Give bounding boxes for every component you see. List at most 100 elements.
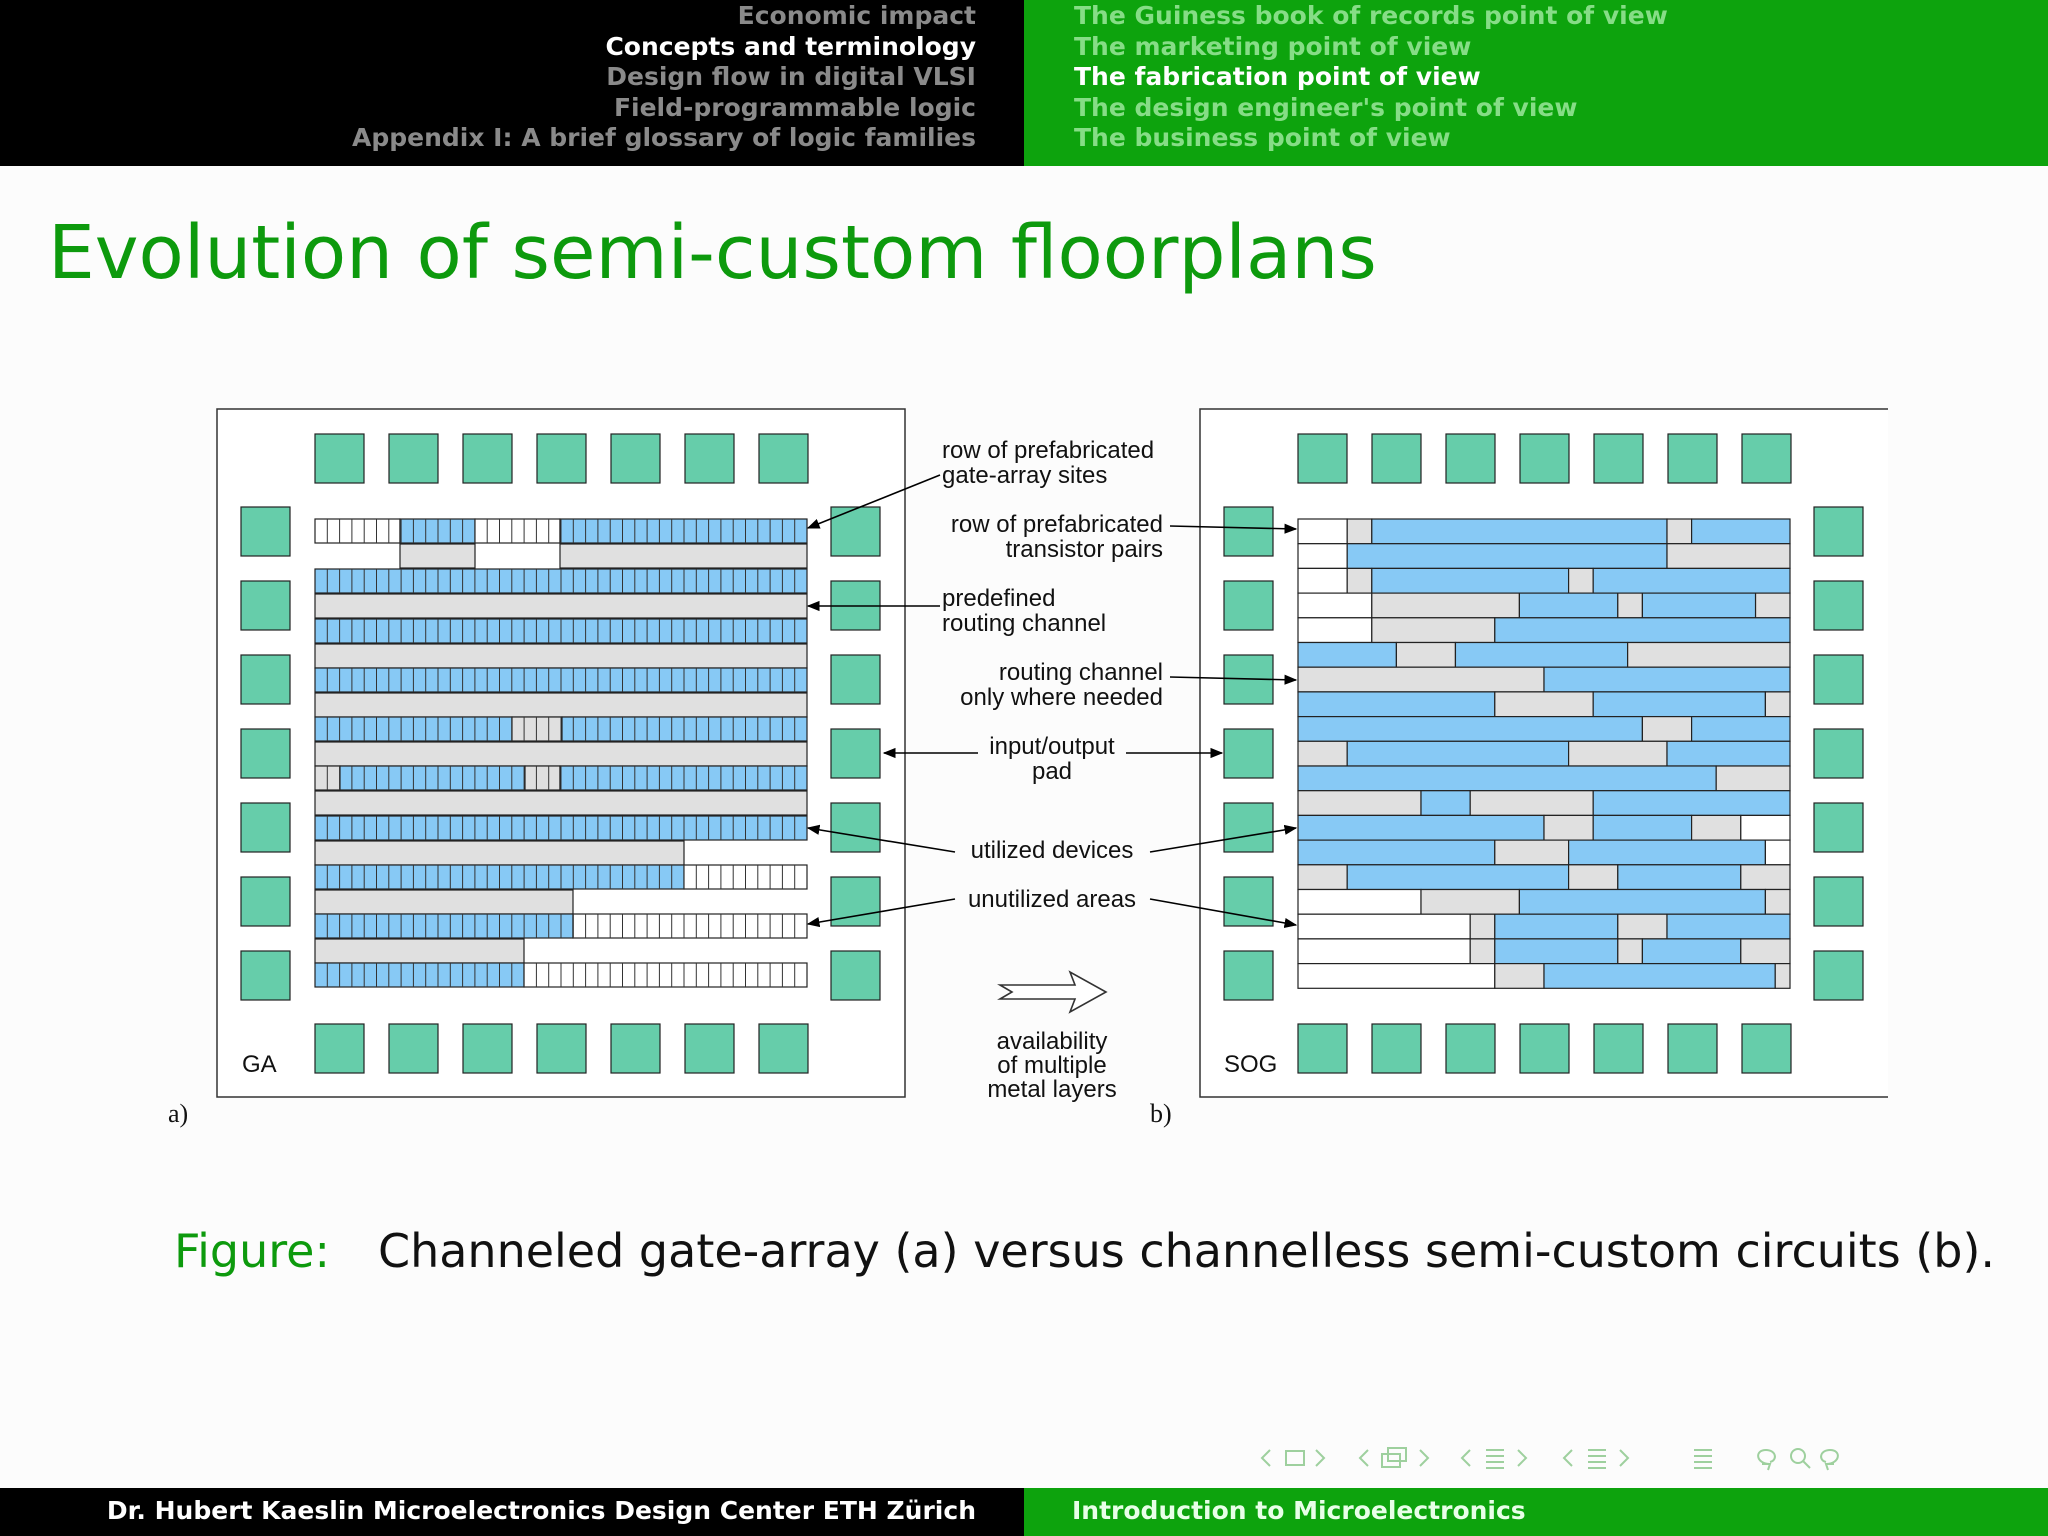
frame-icon[interactable]: [1285, 1450, 1305, 1466]
io-pad: [462, 433, 513, 484]
io-pad: [1593, 1023, 1644, 1074]
subsection-item-design-engineer[interactable]: The design engineer's point of view: [1074, 92, 1578, 122]
io-pad: [462, 1023, 513, 1074]
unutilized-site-segment: [524, 765, 561, 791]
nav-document-group[interactable]: [1562, 1449, 1630, 1469]
io-pad: [314, 433, 365, 484]
io-pad: [536, 433, 587, 484]
io-pad: [1519, 1023, 1570, 1074]
nav-frame-group[interactable]: [1260, 1449, 1326, 1467]
local-routing: [1567, 864, 1619, 891]
section-item-design-flow[interactable]: Design flow in digital VLSI: [606, 62, 976, 91]
io-pad: [1445, 1023, 1496, 1074]
unutilized-area: [1297, 938, 1471, 965]
label-predef-1: predefined: [942, 585, 1055, 612]
arrow-row-pairs: [1169, 523, 1298, 534]
unutilized-area: [1297, 913, 1471, 940]
local-routing: [1567, 567, 1594, 594]
align-icon[interactable]: [1694, 1449, 1712, 1469]
label-row-pairs-2: transistor pairs: [1006, 536, 1163, 563]
section-item-appendix[interactable]: Appendix I: A brief glossary of logic fa…: [352, 123, 976, 152]
io-pad: [240, 580, 291, 631]
local-routing: [1764, 888, 1791, 915]
io-pad: [758, 1023, 809, 1074]
routing-channel: [314, 938, 525, 964]
unutilized-site-segment: [511, 716, 563, 742]
utilized-device: [1592, 814, 1693, 841]
io-pad: [1519, 433, 1570, 484]
nav-prev-icon[interactable]: [1460, 1449, 1471, 1467]
label-row-sites-1: row of prefabricated: [942, 437, 1154, 464]
unutilized-area: [1297, 567, 1348, 594]
subsection-item-fabrication[interactable]: The fabrication point of view: [1074, 62, 1481, 91]
nav-next-icon[interactable]: [1619, 1449, 1630, 1467]
figure-caption: Figure:Channeled gate-array (a) versus c…: [174, 1224, 1995, 1278]
section-item-field-programmable[interactable]: Field-programmable logic: [613, 92, 976, 122]
sog-tag: SOG: [1224, 1051, 1277, 1078]
footer-author-bar: Dr. Hubert Kaeslin Microelectronics Desi…: [0, 1488, 1024, 1536]
io-pad: [1223, 876, 1274, 927]
panel-a-label: a): [168, 1099, 188, 1128]
nav-subsection-group[interactable]: [1358, 1447, 1430, 1468]
nav-section-group[interactable]: [1460, 1449, 1528, 1469]
local-routing: [1346, 518, 1373, 545]
local-routing: [1297, 864, 1348, 891]
local-routing: [1740, 938, 1791, 965]
subsection-item-guiness[interactable]: The Guiness book of records point of vie…: [1074, 1, 1668, 30]
local-routing: [1666, 543, 1791, 570]
nav-prev-icon[interactable]: [1358, 1449, 1369, 1467]
io-pad: [1813, 654, 1864, 705]
local-routing: [1420, 888, 1521, 915]
utilized-device: [1567, 839, 1766, 866]
utilized-device: [1297, 691, 1496, 718]
local-routing: [1666, 518, 1693, 545]
footer-course: Introduction to Microelectronics: [1072, 1496, 1526, 1525]
io-pad: [388, 1023, 439, 1074]
arrow-unutilized-right: [1149, 898, 1298, 929]
subsection-item-business[interactable]: The business point of view: [1074, 123, 1451, 152]
unutilized-area: [1764, 839, 1791, 866]
section-item-economic-impact[interactable]: Economic impact: [737, 1, 976, 30]
io-pad: [830, 506, 881, 557]
sog-pad-ring: [1223, 433, 1864, 1074]
unutilized-area: [1297, 888, 1422, 915]
search-icon[interactable]: [1790, 1448, 1811, 1469]
routing-channel: [314, 741, 808, 767]
local-routing: [1346, 567, 1373, 594]
io-pad: [1223, 728, 1274, 779]
routing-channel: [399, 543, 476, 569]
nav-prev-icon[interactable]: [1260, 1449, 1271, 1467]
io-pad: [1741, 433, 1792, 484]
unutilized-area: [1297, 592, 1373, 619]
local-routing: [1617, 592, 1644, 619]
footer-course-bar: Introduction to Microelectronics: [1024, 1488, 2048, 1536]
io-pad: [830, 950, 881, 1001]
annotation-labels: row of prefabricated gate-array sites ro…: [942, 437, 1163, 1103]
local-routing: [1740, 864, 1791, 891]
subsection-item-marketing[interactable]: The marketing point of view: [1074, 31, 1472, 61]
section-icon[interactable]: [1486, 1449, 1504, 1469]
label-needed-2: only where needed: [960, 684, 1163, 711]
utilized-device: [1371, 518, 1668, 545]
local-routing: [1469, 913, 1496, 940]
nav-next-icon[interactable]: [1315, 1449, 1326, 1467]
io-pad: [1741, 1023, 1792, 1074]
local-routing: [1469, 938, 1496, 965]
section-list: Economic impact Concepts and terminology…: [352, 1, 976, 154]
document-icon[interactable]: [1588, 1449, 1606, 1469]
io-pad: [388, 433, 439, 484]
back-icon[interactable]: [1757, 1448, 1776, 1471]
label-predef-2: routing channel: [942, 610, 1106, 637]
section-item-concepts[interactable]: Concepts and terminology: [605, 31, 976, 61]
nav-next-icon[interactable]: [1419, 1449, 1430, 1467]
arrow-unutilized-left: [806, 898, 956, 928]
io-pad: [684, 1023, 735, 1074]
local-routing: [1774, 962, 1791, 989]
nav-next-icon[interactable]: [1517, 1449, 1528, 1467]
utilized-device: [1518, 592, 1619, 619]
forward-icon[interactable]: [1820, 1448, 1839, 1471]
unutilized-area: [1297, 518, 1348, 545]
unutilized-area: [1297, 543, 1348, 570]
nav-prev-icon[interactable]: [1562, 1449, 1573, 1467]
ga-tag: GA: [242, 1051, 277, 1078]
